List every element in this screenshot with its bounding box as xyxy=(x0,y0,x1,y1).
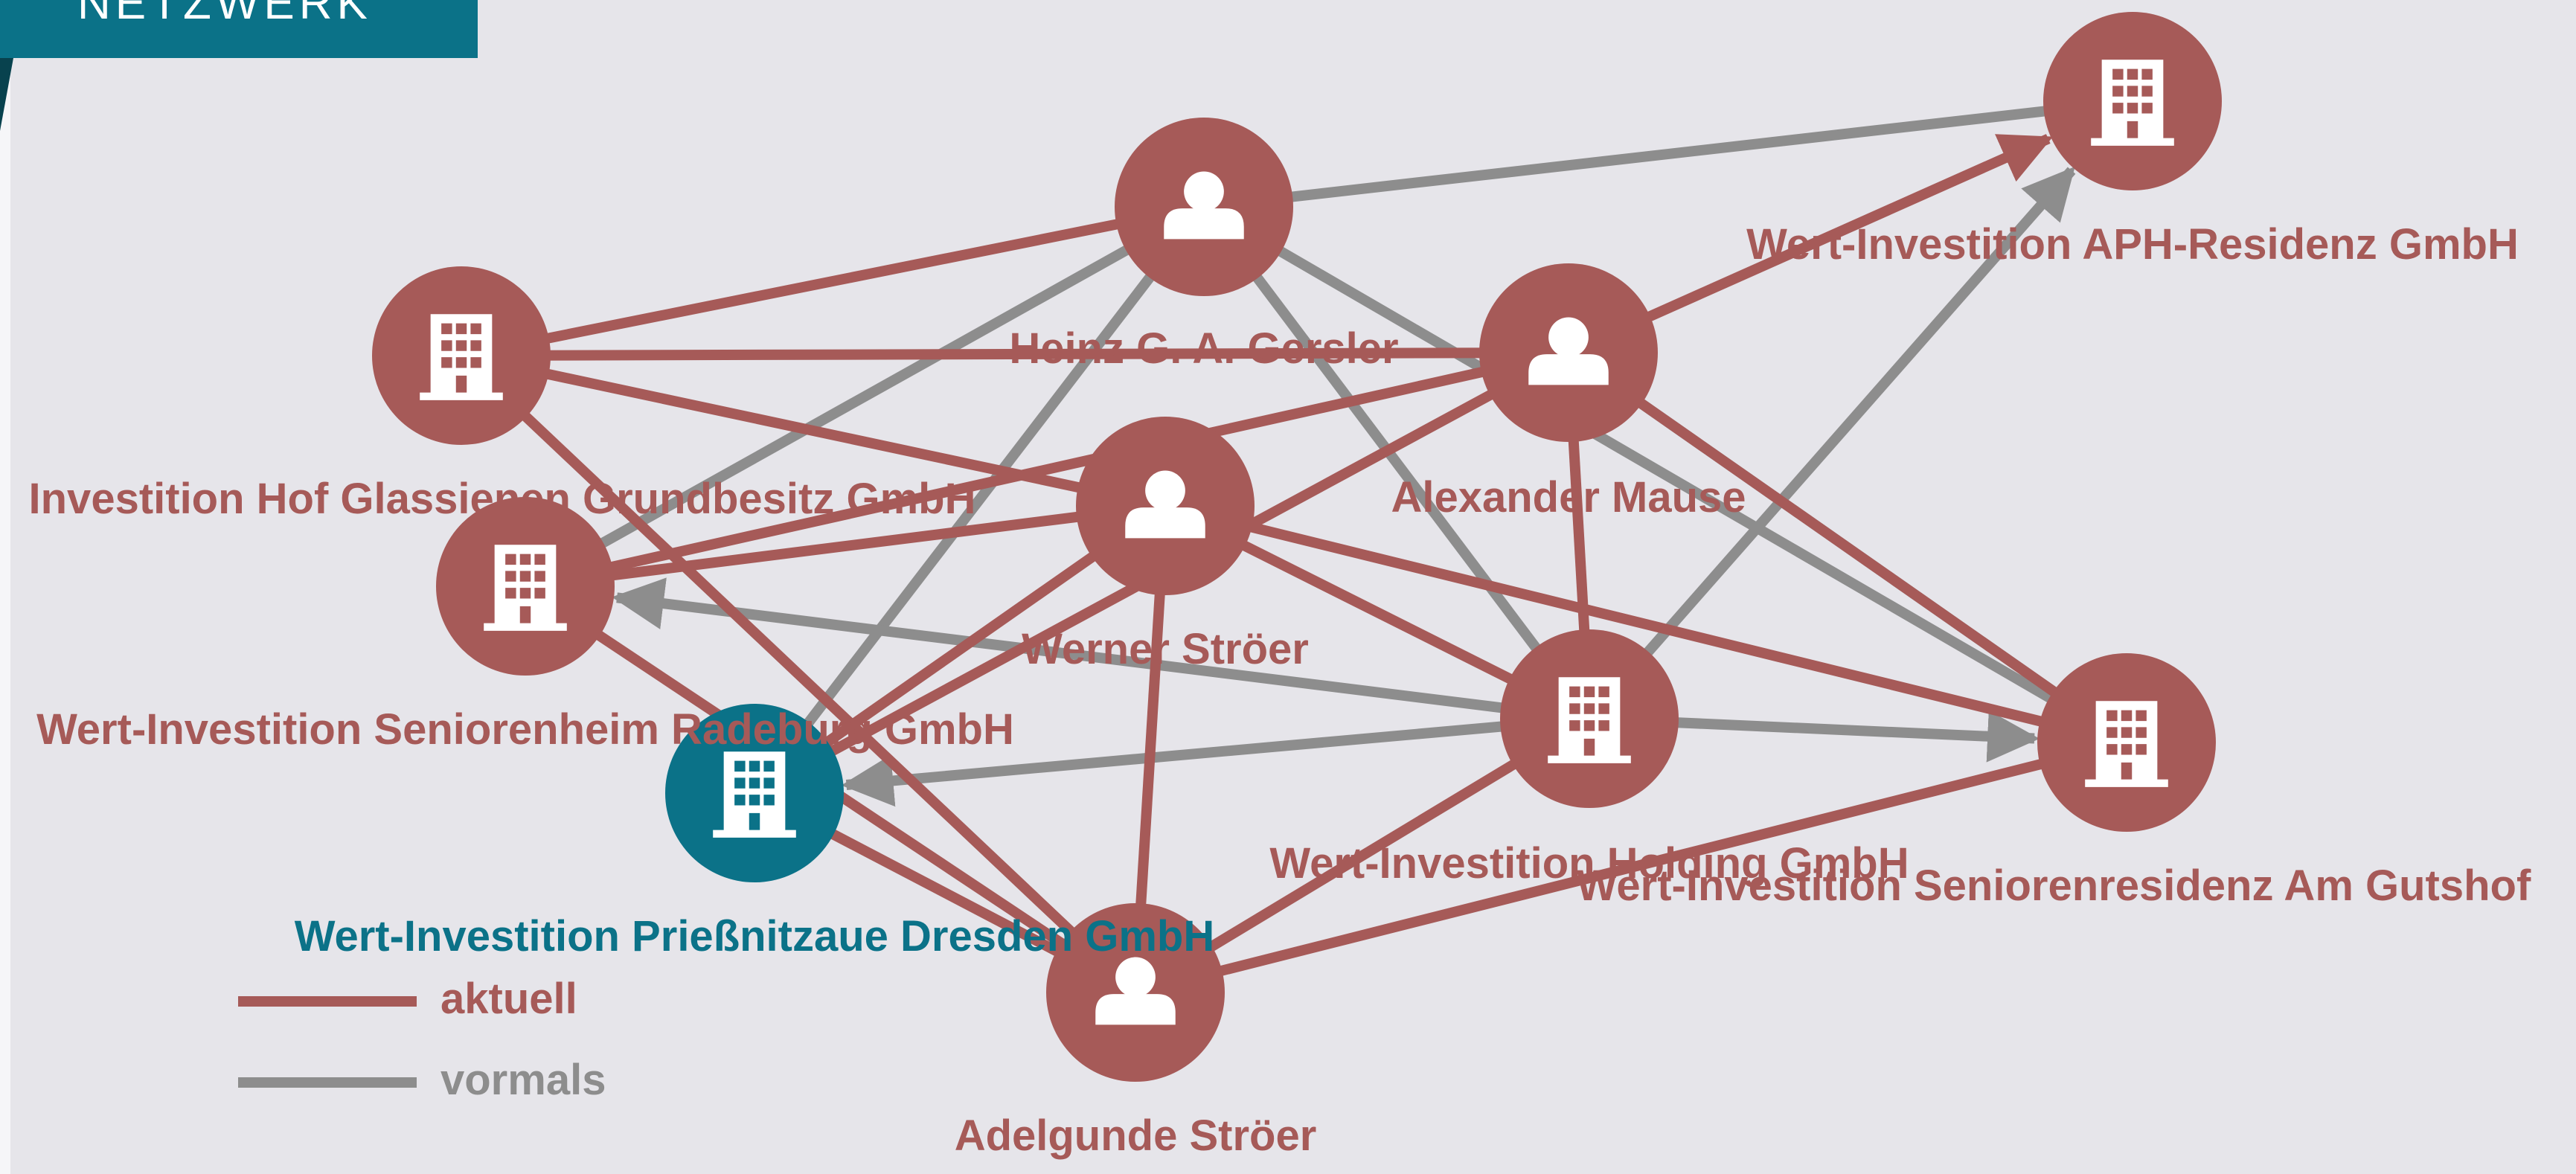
banner-fold xyxy=(0,58,13,131)
legend: aktuell vormals xyxy=(238,975,606,1104)
section-title: NETZWERK xyxy=(77,0,372,29)
node-label-gutshof[interactable]: Wert-Investition Seniorenresidenz Am Gut… xyxy=(1577,862,2531,910)
edge-aktuell-werner-seniorenheim xyxy=(525,501,1166,591)
edge-aktuell-hof-adelgunde xyxy=(458,351,1139,997)
labels-layer: Wert-Investition APH-Residenz GmbH Heinz … xyxy=(29,220,2531,1160)
node-label-seniorenheim[interactable]: Wert-Investition Seniorenheim Radeburg G… xyxy=(36,705,1014,754)
node-label-werner[interactable]: Werner Ströer xyxy=(1022,625,1309,673)
node-label-mause[interactable]: Alexander Mause xyxy=(1391,473,1746,522)
node-aph[interactable] xyxy=(2043,12,2222,190)
left-edge-strip xyxy=(0,0,10,1174)
edge-aktuell-hof-werner xyxy=(460,350,1167,511)
node-seniorenheim[interactable] xyxy=(436,497,615,676)
edge-vormals-holding-priessnitz xyxy=(841,713,1590,807)
nodes-layer xyxy=(372,12,2222,1082)
node-label-hof[interactable]: Investition Hof Glassienen Grundbesitz G… xyxy=(29,475,976,523)
edge-aktuell-mause-seniorenheim xyxy=(524,347,1570,591)
edge-vormals-gersler-aph xyxy=(1203,96,2133,212)
node-label-priessnitz[interactable]: Wert-Investition Prießnitzaue Dresden Gm… xyxy=(295,912,1214,960)
edge-aktuell-hof-mause xyxy=(461,347,1569,361)
edge-aktuell-werner-gutshof xyxy=(1164,501,2128,748)
edge-vormals-gersler-holding xyxy=(1199,203,1594,722)
node-label-aph[interactable]: Wert-Investition APH-Residenz GmbH xyxy=(1746,220,2519,269)
edge-aktuell-adelgunde-gutshof xyxy=(1134,737,2128,998)
edge-vormals-holding-seniorenheim xyxy=(612,577,1590,724)
node-label-holding[interactable]: Wert-Investition Holding GmbH xyxy=(1269,839,1909,888)
node-werner[interactable] xyxy=(1076,417,1255,595)
node-label-adelgunde[interactable]: Adelgunde Ströer xyxy=(955,1112,1317,1160)
edge-aktuell-hof-gersler xyxy=(460,202,1205,361)
node-gersler[interactable] xyxy=(1115,118,1293,296)
node-holding[interactable] xyxy=(1500,629,1679,808)
edge-vormals-gersler-priessnitz xyxy=(750,203,1208,797)
section-banner: NETZWERK xyxy=(0,0,478,58)
node-adelgunde[interactable] xyxy=(1046,903,1225,1082)
node-mause[interactable] xyxy=(1479,263,1658,442)
node-label-gersler[interactable]: Heinz G. A. Gersler xyxy=(1009,324,1398,373)
edge-aktuell-mause-gutshof xyxy=(1565,348,2130,747)
legend-label-vormals: vormals xyxy=(440,1056,606,1104)
edge-vormals-gersler-gutshof xyxy=(1201,202,2130,748)
node-priessnitz[interactable] xyxy=(665,704,844,882)
legend-label-aktuell: aktuell xyxy=(440,975,577,1023)
node-gutshof[interactable] xyxy=(2037,653,2216,832)
node-hof[interactable] xyxy=(372,266,551,445)
